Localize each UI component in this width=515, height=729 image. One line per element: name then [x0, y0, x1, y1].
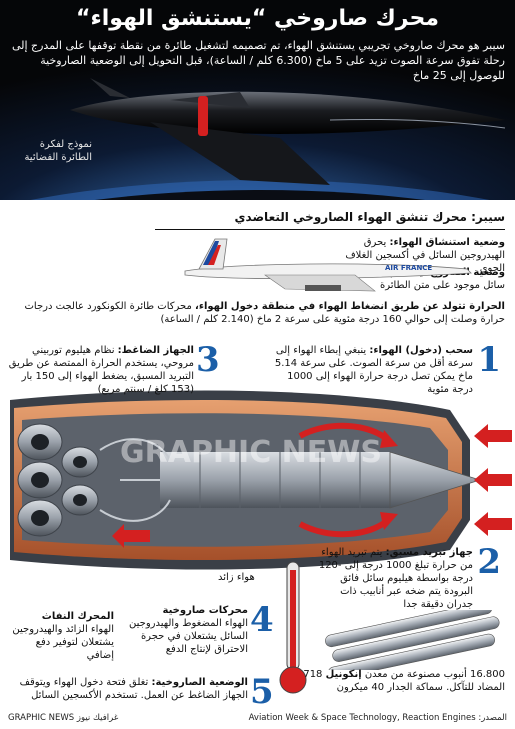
air-mode-text: يحرق الهيدروجين السائل في أكسجين الغلاف …	[345, 237, 505, 274]
jet-engine-note: المحرك النفاث الهواء الزائد والهيدروجين …	[12, 611, 114, 661]
thermometer-icon	[279, 561, 307, 694]
source-credit: المصدر: Aviation Week & Space Technology…	[248, 713, 507, 723]
air-mode-heading: وضعية استنشاق الهواء:	[389, 237, 505, 248]
step-2-text: جهاز تبريد مسبق: يتم تبريد الهواء من حرا…	[318, 547, 473, 610]
sabre-title: سيبر: محرك تنشق الهواء الصاروخي التعاضدي	[234, 210, 505, 224]
tubes-note: 16.800 أنبوب مصنوعة من معدن إنكونيل 718 …	[303, 669, 505, 693]
jet-engine-heading: المحرك النفاث	[41, 611, 114, 622]
model-label: نموذج لفكرة الطائرة الفضائية	[24, 139, 92, 163]
step-2-heading: جهاز تبريد مسبق:	[385, 547, 473, 558]
page-title: محرك صاروخي “يستنشق الهواء“	[76, 6, 439, 31]
air-flow-arrows	[112, 422, 512, 548]
step-5-text: الوضعية الصاروخية: تغلق فتحة دخول الهواء…	[19, 677, 248, 701]
divider	[155, 229, 505, 230]
step-1-text: سحب (دخول) الهواء: ينبغي إبطاء الهواء إل…	[274, 345, 473, 395]
step-5-heading: الوضعية الصاروخية:	[151, 677, 248, 688]
brand-credit: غرافيك نيوز GRAPHIC NEWS	[8, 713, 119, 723]
spaceplane-illustration	[0, 0, 515, 200]
intro-text: سيبر هو محرك صاروخي تجريبي يستنشق الهواء…	[11, 39, 505, 82]
watermark: GRAPHIC NEWS	[120, 435, 382, 470]
engine-band	[198, 96, 208, 136]
step-5-number: 5	[250, 672, 274, 712]
excess-air-label: هواء زائد	[218, 572, 255, 583]
engine-cutaway: GRAPHIC NEWS	[10, 390, 512, 570]
step-3-text: الجهاز الضاغط: نظام هيليوم توربيني مروحي…	[8, 345, 194, 395]
step-3-heading: الجهاز الضاغط:	[117, 345, 194, 356]
step-4-heading: محركات صاروخية	[162, 605, 248, 616]
step-2-number: 2	[477, 542, 501, 582]
step-1-heading: سحب (دخول) الهواء:	[369, 345, 473, 356]
step-1-number: 1	[477, 340, 501, 380]
air-breathing-mode: وضعية استنشاق الهواء: يحرق الهيدروجين ال…	[335, 236, 505, 275]
hero-banner: محرك صاروخي “يستنشق الهواء“ سيبر هو محرك…	[0, 0, 515, 200]
step-3-number: 3	[196, 340, 220, 380]
concorde-livery: AIR FRANCE	[385, 264, 432, 272]
step-4-number: 4	[250, 600, 274, 640]
tubes-illustration	[325, 610, 500, 670]
concorde-illustration: AIR FRANCE	[184, 238, 472, 292]
heat-text: محركات طائرة الكونكورد عالجت درجات حرارة…	[24, 301, 505, 325]
heat-heading: الحرارة تتولد عن طريق انضغاط الهواء في م…	[195, 301, 505, 312]
heat-note: الحرارة تتولد عن طريق انضغاط الهواء في م…	[8, 300, 505, 326]
step-4-text: محركات صاروخية الهواء المضغوط والهيدروجي…	[129, 605, 248, 655]
